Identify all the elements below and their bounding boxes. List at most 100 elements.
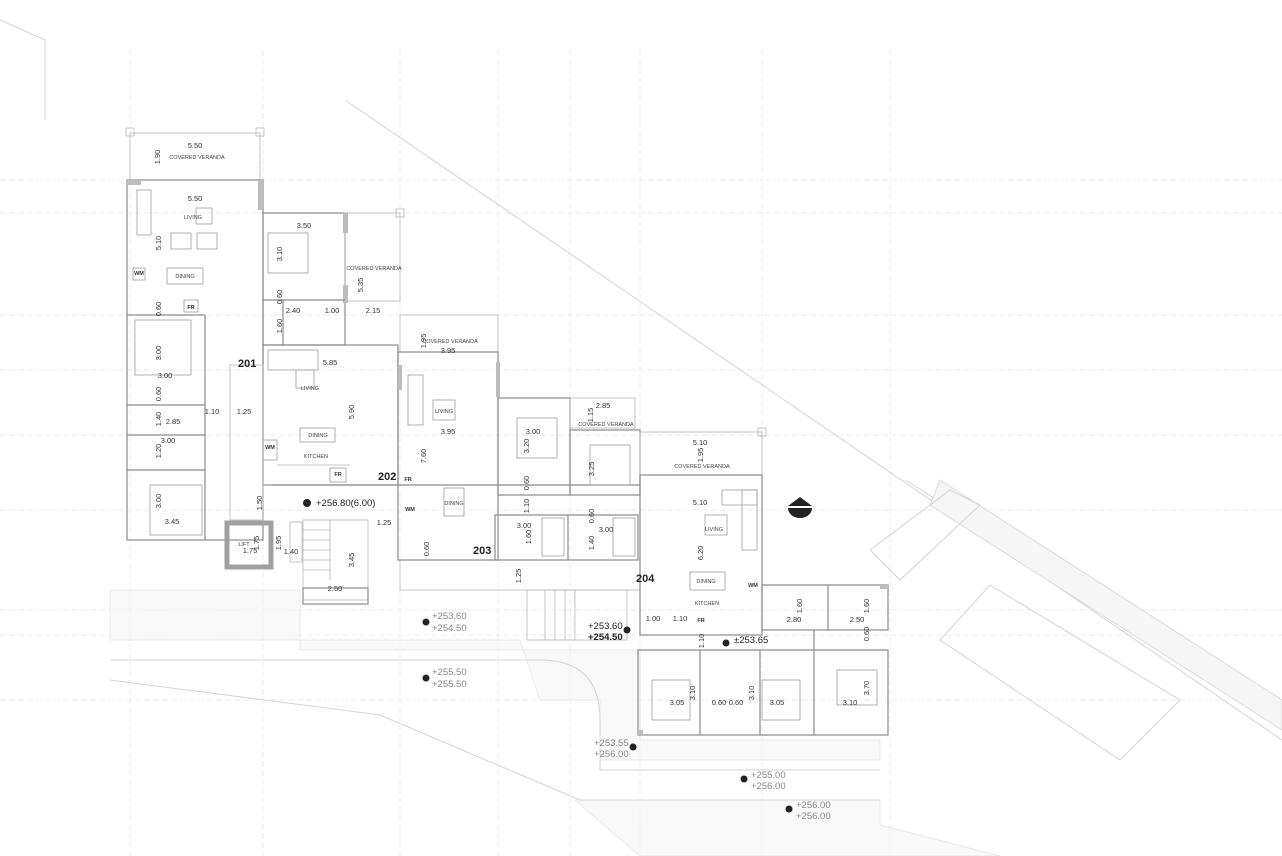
dimension: 0.60 bbox=[275, 290, 284, 305]
dimension: 3.20 bbox=[522, 439, 531, 454]
dimension: 5.10 bbox=[154, 236, 163, 251]
dimension: 2.50 bbox=[850, 615, 865, 624]
dimension: 1.25 bbox=[377, 518, 392, 527]
dimension: 6.20 bbox=[696, 546, 705, 561]
dimension: 3.00 bbox=[517, 521, 532, 530]
dimension: 5.50 bbox=[188, 194, 203, 203]
dimension: 0.60 bbox=[422, 542, 431, 557]
dimension: 0.60 bbox=[729, 698, 744, 707]
dimension: 1.20 bbox=[154, 444, 163, 459]
dimension: 1.00 bbox=[325, 306, 340, 315]
dimension: 0.60 bbox=[522, 476, 531, 491]
dimension: 3.95 bbox=[441, 346, 456, 355]
dimension: 1.10 bbox=[522, 499, 531, 514]
level-stair-left-bottom: +254.50 bbox=[432, 623, 467, 634]
dimension: 2.85 bbox=[166, 417, 181, 426]
dimension: 3.00 bbox=[526, 427, 541, 436]
room-label-veranda: COVERED VERANDA bbox=[346, 266, 402, 272]
dimension: 1.25 bbox=[514, 569, 523, 584]
unit-number-203: 203 bbox=[473, 545, 491, 557]
dimension: 1.15 bbox=[586, 408, 595, 423]
dimension: 1.10 bbox=[673, 614, 688, 623]
fr-label: FR bbox=[404, 477, 411, 483]
dimension: 3.00 bbox=[599, 525, 614, 534]
dimension: 1.25 bbox=[237, 407, 252, 416]
dimension: 3.50 bbox=[297, 221, 312, 230]
dimension: 1.00 bbox=[646, 614, 661, 623]
dimension: 1.40 bbox=[284, 547, 299, 556]
dimension: 1.95 bbox=[274, 536, 283, 551]
dimension: 3.05 bbox=[670, 698, 685, 707]
dimension: 1.10 bbox=[205, 407, 220, 416]
dimension: 2.85 bbox=[596, 401, 611, 410]
room-label-living: LIVING bbox=[301, 386, 319, 392]
level-road-c-bottom: +256.00 bbox=[751, 781, 786, 792]
dimension: 3.10 bbox=[688, 686, 697, 701]
site-boundary bbox=[0, 19, 1282, 856]
unit-203 bbox=[397, 314, 641, 561]
dimension: 5.10 bbox=[693, 498, 708, 507]
wm-label: WM bbox=[748, 583, 758, 589]
dimension: 1.50 bbox=[255, 496, 264, 511]
dimension: 0.60 bbox=[712, 698, 727, 707]
dimension: 3.45 bbox=[347, 553, 356, 568]
dimension-labels: 5.50 1.90 5.50 5.10 3.50 3.10 5.35 0.60 … bbox=[153, 141, 871, 707]
dimension: 1.95 bbox=[419, 334, 428, 349]
fr-label: FR bbox=[334, 472, 341, 478]
dimension: 5.85 bbox=[323, 358, 338, 367]
wm-label: WM bbox=[134, 271, 144, 277]
room-label-veranda: COVERED VERANDA bbox=[422, 339, 478, 345]
dimension: 2.50 bbox=[328, 584, 343, 593]
level-road-c-top: +255.00 bbox=[751, 770, 786, 781]
level-road-a-bottom: +255.50 bbox=[432, 679, 467, 690]
dimension: 5.35 bbox=[356, 278, 365, 293]
dimension: 0.60 bbox=[862, 627, 871, 642]
room-label-living: LIVING bbox=[705, 527, 723, 533]
dimension: 3.95 bbox=[441, 427, 456, 436]
unit-202 bbox=[262, 208, 405, 486]
dimension: 2.15 bbox=[366, 306, 381, 315]
dimension: 1.95 bbox=[696, 448, 705, 463]
dimension: 5.90 bbox=[347, 405, 356, 420]
level-road-b-bottom: +256.00 bbox=[594, 749, 629, 760]
dimension: 1.75 bbox=[252, 536, 261, 551]
wm-label: WM bbox=[405, 507, 415, 513]
dimension: 2.80 bbox=[787, 615, 802, 624]
unit-number-201: 201 bbox=[238, 358, 256, 370]
level-marker-icons bbox=[303, 499, 793, 813]
dimension: 1.75 bbox=[243, 546, 258, 555]
dimension: 3.25 bbox=[587, 462, 596, 477]
room-label-dining: DINING bbox=[444, 501, 463, 507]
level-stair-right-top: +253.60 bbox=[588, 621, 623, 632]
core bbox=[224, 364, 641, 641]
unit-number-204: 204 bbox=[636, 573, 655, 585]
unit-201 bbox=[125, 127, 265, 541]
dimension: 3.45 bbox=[165, 517, 180, 526]
room-label-dining: DINING bbox=[696, 579, 715, 585]
lift-label: LIFT bbox=[238, 542, 250, 548]
dimension: 7.60 bbox=[419, 449, 428, 464]
dimension: 0.60 bbox=[587, 509, 596, 524]
level-road-d-top: +256.00 bbox=[796, 800, 831, 811]
room-label-veranda: COVERED VERANDA bbox=[578, 422, 634, 428]
level-corridor-upper: +256.80(6.00) bbox=[316, 498, 375, 509]
room-label-living: LIVING bbox=[435, 409, 453, 415]
room-label-dining: DINING bbox=[175, 274, 194, 280]
level-road-b-top: +253.55 bbox=[594, 738, 629, 749]
dimension: 0.60 bbox=[154, 302, 163, 317]
room-label-veranda: COVERED VERANDA bbox=[674, 464, 730, 470]
dimension: 2.40 bbox=[286, 306, 301, 315]
unit-number-202: 202 bbox=[378, 471, 396, 483]
dimension: 3.05 bbox=[770, 698, 785, 707]
dimension: 5.50 bbox=[188, 141, 203, 150]
wm-label: WM bbox=[265, 445, 275, 451]
dimension: 1.40 bbox=[154, 412, 163, 427]
dimension: 1.60 bbox=[275, 319, 284, 334]
dimension: 1.60 bbox=[862, 599, 871, 614]
dimension: 3.10 bbox=[275, 247, 284, 262]
dimension: 3.00 bbox=[154, 494, 163, 509]
dimension: 0.60 bbox=[154, 387, 163, 402]
dimension: 1.40 bbox=[587, 536, 596, 551]
dimension: 5.10 bbox=[693, 438, 708, 447]
